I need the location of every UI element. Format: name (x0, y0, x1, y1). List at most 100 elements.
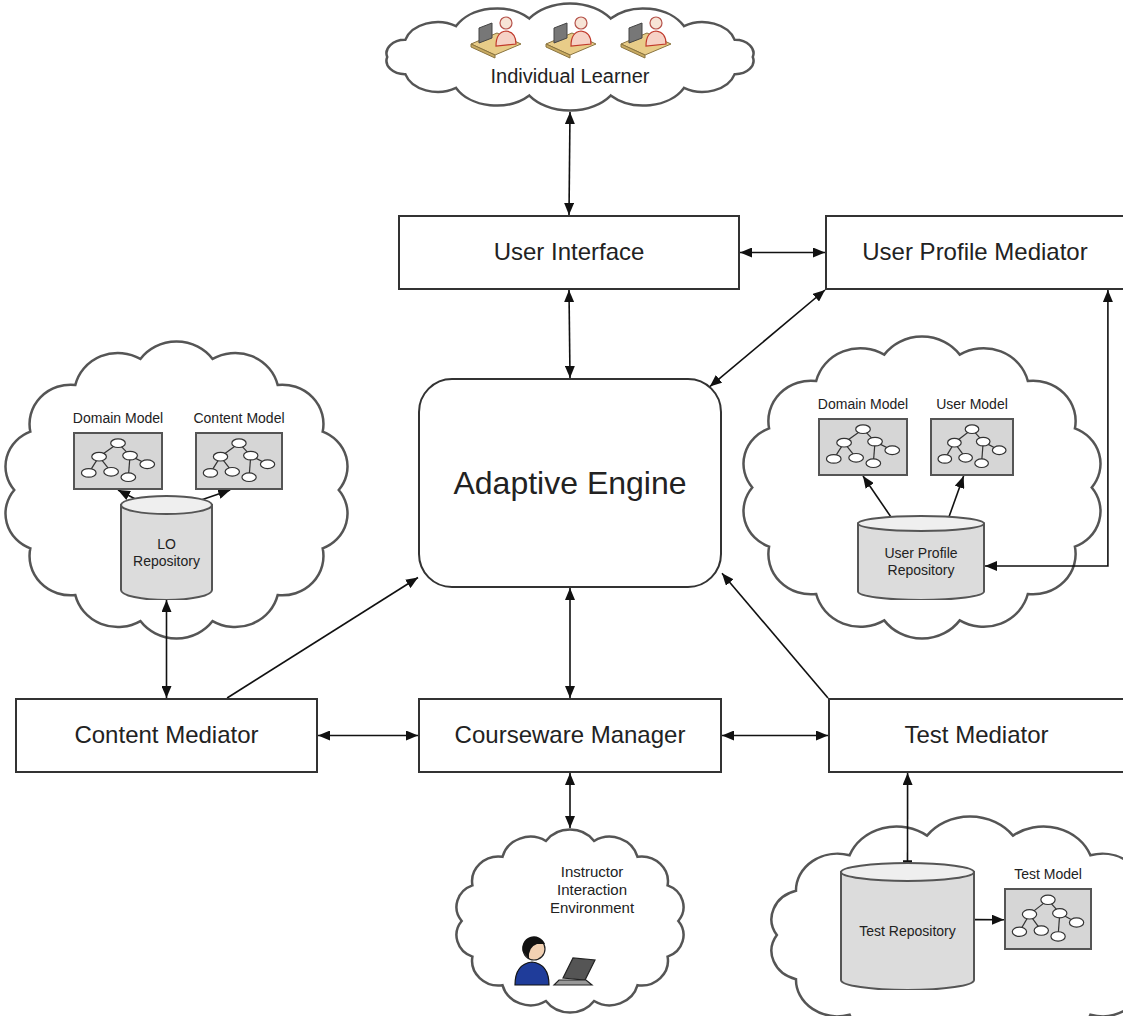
node-label: Adaptive Engine (453, 464, 686, 502)
tree-node (123, 451, 138, 460)
text-area: Test Repository (848, 882, 967, 980)
tree-icon (932, 420, 1012, 474)
connector (569, 773, 571, 828)
model-heading: Domain Model (818, 396, 908, 413)
tree-icon (197, 434, 281, 488)
connector (227, 578, 418, 699)
cloud-shape (744, 337, 1101, 639)
repository-cylinder: Test Repository (840, 862, 975, 990)
tree-node (959, 453, 973, 462)
learner-icon (471, 17, 521, 58)
cloud-outline (5, 342, 347, 639)
node-label: Test Model (1014, 866, 1082, 883)
actor-cloud: Individual Learner (385, 2, 755, 112)
cloud-outline (772, 817, 1123, 1016)
model-box: Domain Model (73, 410, 163, 490)
connector (710, 290, 825, 387)
tree-node (849, 453, 864, 462)
tree-node (866, 459, 881, 468)
tree-node (826, 455, 841, 464)
component-box: Courseware Manager (418, 698, 722, 773)
tree-icon (820, 420, 906, 474)
tree-node (104, 467, 119, 476)
connector (740, 252, 825, 254)
node-label: User Interface (494, 238, 645, 267)
text-area: LO Repository (128, 515, 205, 590)
tree-node (1041, 895, 1055, 904)
cloud-outline (387, 4, 754, 111)
node-label: Instructor Interaction Environment (544, 863, 640, 917)
node-label: Content Mediator (74, 721, 258, 750)
tree-node (232, 439, 246, 448)
text-area: User Profile Repository (867, 532, 975, 592)
tree-node (1053, 909, 1067, 918)
tree-node (1012, 927, 1026, 936)
connector (318, 735, 418, 737)
tree-icon (75, 434, 161, 488)
tree-node (111, 439, 126, 448)
model-heading: Test Model (1014, 866, 1082, 883)
connector (907, 773, 909, 872)
tree-node (938, 455, 952, 464)
model-panel (1004, 888, 1092, 950)
laptop-icon (554, 958, 595, 985)
component-box: User Interface (398, 215, 740, 290)
model-box: User Model (930, 396, 1014, 476)
node-label: Domain Model (818, 396, 908, 413)
tree-node (1051, 932, 1065, 941)
engine-box: Adaptive Engine (418, 378, 722, 588)
node-label: User Profile Repository (867, 545, 975, 579)
cloud-outline (455, 828, 685, 1014)
model-heading: User Model (936, 396, 1008, 413)
model-panel (818, 418, 908, 476)
learner-icon (546, 17, 596, 58)
component-box: User Profile Mediator (825, 215, 1123, 290)
cylinder-body (858, 524, 984, 601)
node-label: Test Mediator (904, 721, 1048, 750)
model-heading: Content Model (193, 410, 284, 427)
model-box: Domain Model (818, 396, 908, 476)
cylinder-top (841, 863, 974, 881)
text-area: Instructor Interaction Environment (544, 863, 640, 917)
tree-node (885, 446, 900, 455)
connector (722, 573, 828, 698)
cloud-outline (744, 337, 1101, 639)
tree-node (837, 438, 852, 447)
node-label: Domain Model (73, 410, 163, 427)
connector (569, 588, 571, 698)
tree-node (244, 451, 258, 460)
model-panel (930, 418, 1014, 476)
repository-cylinder: LO Repository (120, 495, 213, 600)
tree-node (121, 473, 136, 482)
tree-node (868, 437, 883, 446)
cloud-outline (385, 2, 755, 112)
node-label: LO Repository (128, 536, 205, 570)
tree-node (242, 473, 256, 482)
tree-node (992, 446, 1006, 455)
tree-node (203, 469, 217, 478)
tree-node (965, 425, 979, 434)
node-label: User Model (936, 396, 1008, 413)
component-box: Content Mediator (15, 698, 318, 773)
model-panel (195, 432, 283, 490)
tree-node (1069, 918, 1083, 927)
cylinder-top (121, 496, 212, 514)
tree-node (225, 467, 239, 476)
tree-node (213, 452, 227, 461)
component-box: Test Mediator (828, 698, 1123, 773)
model-box: Test Model (1004, 866, 1092, 950)
learner-icon (621, 17, 671, 58)
cloud-shape (772, 817, 1123, 1016)
tree-node (976, 437, 990, 446)
tree-node (140, 460, 155, 469)
node-label: Courseware Manager (455, 721, 686, 750)
cloud-shape (387, 4, 754, 111)
connector (569, 112, 570, 215)
cylinder-body (121, 505, 212, 600)
model-box: Content Model (195, 410, 283, 490)
actor-cloud: Instructor Interaction Environment (455, 828, 685, 1014)
tree-node (856, 425, 871, 434)
connector (166, 600, 168, 698)
